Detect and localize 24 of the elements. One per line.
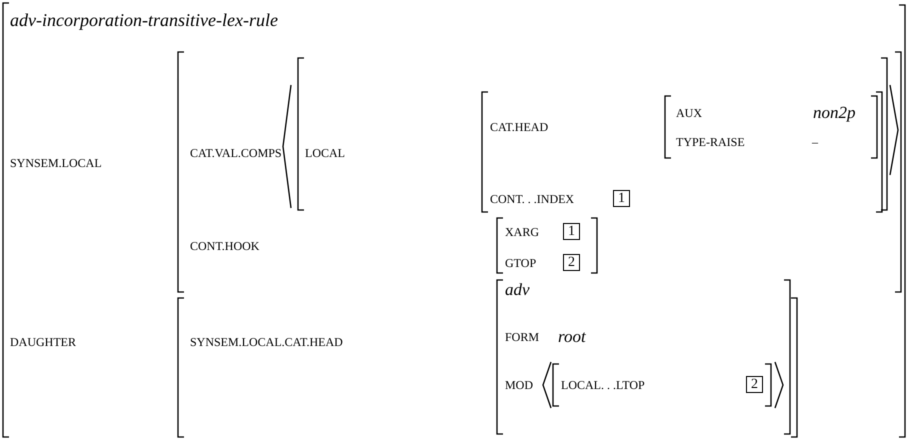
avm-label: TYPE-RAISE (676, 134, 745, 151)
avm-label: root (558, 327, 586, 347)
tag-box: 1 (613, 190, 630, 207)
avm-label: – (812, 134, 818, 151)
avm-label: LOCAL (305, 145, 345, 162)
avm-label: GTOP (505, 255, 536, 272)
avm-label: MOD (505, 377, 534, 394)
avm-label: AUX (676, 105, 702, 122)
avm-label: FORM (505, 329, 540, 346)
avm-label: adv-incorporation-transitive-lex-rule (10, 10, 278, 30)
avm-label: DAUGHTER (10, 334, 76, 351)
tag-box: 2 (563, 254, 580, 271)
avm-label: adv (505, 280, 530, 300)
avm-label: SYNSEM.LOCAL (10, 155, 102, 172)
avm-label: non2p (813, 103, 856, 123)
avm-label: LOCAL. . .LTOP (561, 377, 645, 394)
avm-label: CAT.HEAD (490, 119, 548, 136)
avm-label: SYNSEM.LOCAL.CAT.HEAD (190, 334, 343, 351)
tag-box: 2 (746, 376, 763, 393)
tag-box: 1 (563, 223, 580, 240)
avm-label: XARG (505, 224, 540, 241)
avm-label: CONT.HOOK (190, 238, 260, 255)
avm-label: CONT. . .INDEX (490, 191, 574, 208)
avm-label: CAT.VAL.COMPS (190, 145, 282, 162)
